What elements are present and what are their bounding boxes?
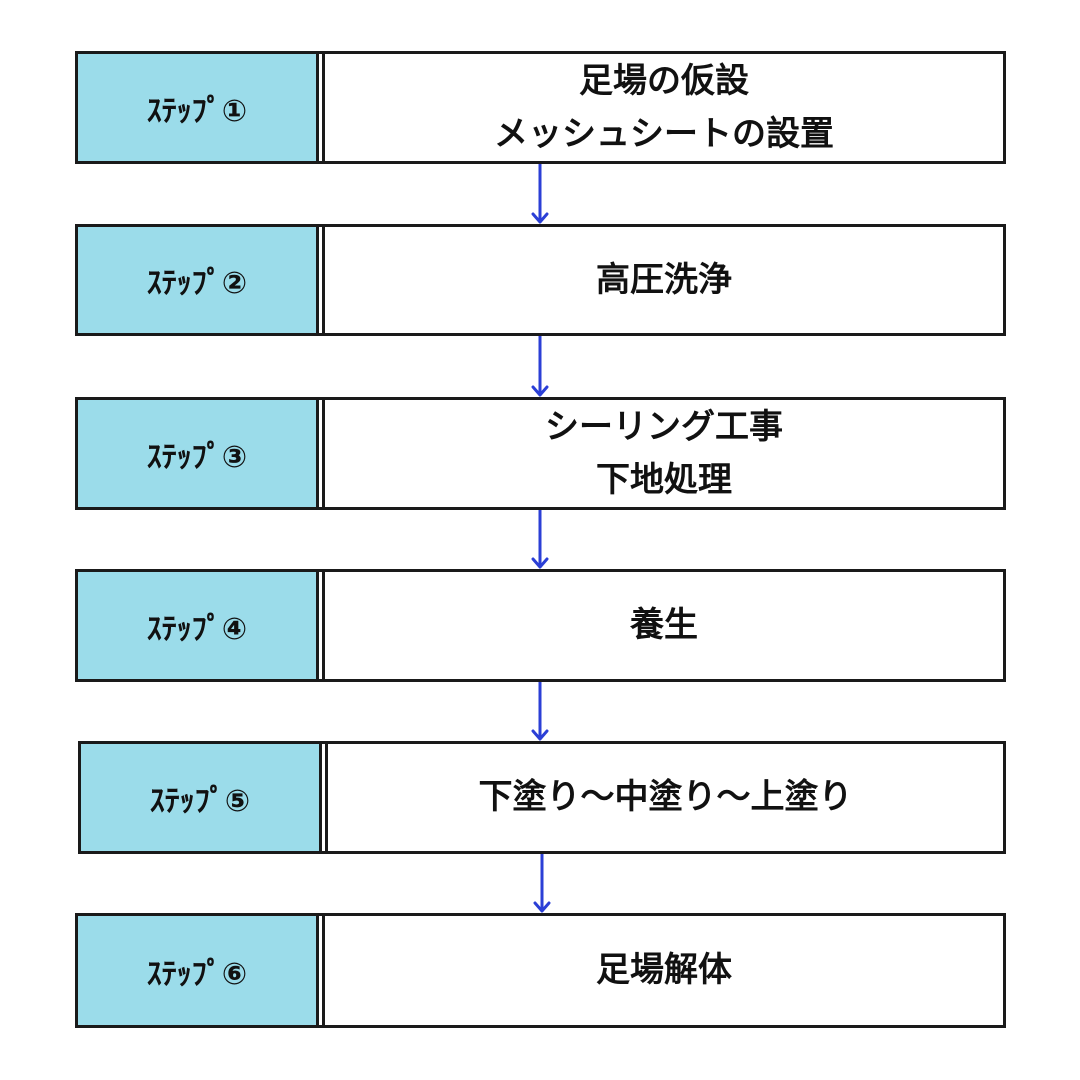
step-description-line: 高圧洗浄 bbox=[596, 259, 732, 300]
step-divider bbox=[319, 916, 325, 1025]
down-arrow-icon bbox=[528, 510, 552, 569]
step-description-line: 養生 bbox=[630, 605, 698, 646]
step-label: ｽﾃｯﾌﾟ④ bbox=[78, 572, 319, 679]
down-arrow-icon bbox=[530, 854, 554, 913]
step-row-6: ｽﾃｯﾌﾟ⑥ 足場解体 bbox=[75, 913, 1006, 1028]
step-description: 足場解体 bbox=[325, 916, 1003, 1025]
step-description: 高圧洗浄 bbox=[325, 227, 1003, 333]
down-arrow-icon bbox=[528, 336, 552, 397]
step-divider bbox=[319, 227, 325, 333]
down-arrow-icon bbox=[528, 682, 552, 741]
step-divider bbox=[319, 54, 325, 161]
step-label: ｽﾃｯﾌﾟ① bbox=[78, 54, 319, 161]
step-description: 養生 bbox=[325, 572, 1003, 679]
step-description: 下塗り～中塗り～上塗り bbox=[328, 744, 1003, 851]
step-divider bbox=[322, 744, 328, 851]
step-description-line: メッシュシートの設置 bbox=[494, 113, 834, 154]
step-description: 足場の仮設メッシュシートの設置 bbox=[325, 54, 1003, 161]
step-row-4: ｽﾃｯﾌﾟ④ 養生 bbox=[75, 569, 1006, 682]
step-description: シーリング工事下地処理 bbox=[325, 400, 1003, 507]
step-description-line: 足場の仮設 bbox=[579, 60, 749, 101]
step-divider bbox=[319, 572, 325, 679]
step-label: ｽﾃｯﾌﾟ③ bbox=[78, 400, 319, 507]
step-divider bbox=[319, 400, 325, 507]
step-description-line: シーリング工事 bbox=[545, 406, 783, 447]
step-row-2: ｽﾃｯﾌﾟ② 高圧洗浄 bbox=[75, 224, 1006, 336]
step-label: ｽﾃｯﾌﾟ⑥ bbox=[78, 916, 319, 1025]
step-label: ｽﾃｯﾌﾟ⑤ bbox=[81, 744, 322, 851]
step-description-line: 下地処理 bbox=[596, 459, 732, 500]
step-label: ｽﾃｯﾌﾟ② bbox=[78, 227, 319, 333]
step-description-line: 足場解体 bbox=[596, 950, 732, 991]
down-arrow-icon bbox=[528, 164, 552, 224]
step-row-5: ｽﾃｯﾌﾟ⑤ 下塗り～中塗り～上塗り bbox=[78, 741, 1006, 854]
step-description-line: 下塗り～中塗り～上塗り bbox=[478, 777, 853, 818]
